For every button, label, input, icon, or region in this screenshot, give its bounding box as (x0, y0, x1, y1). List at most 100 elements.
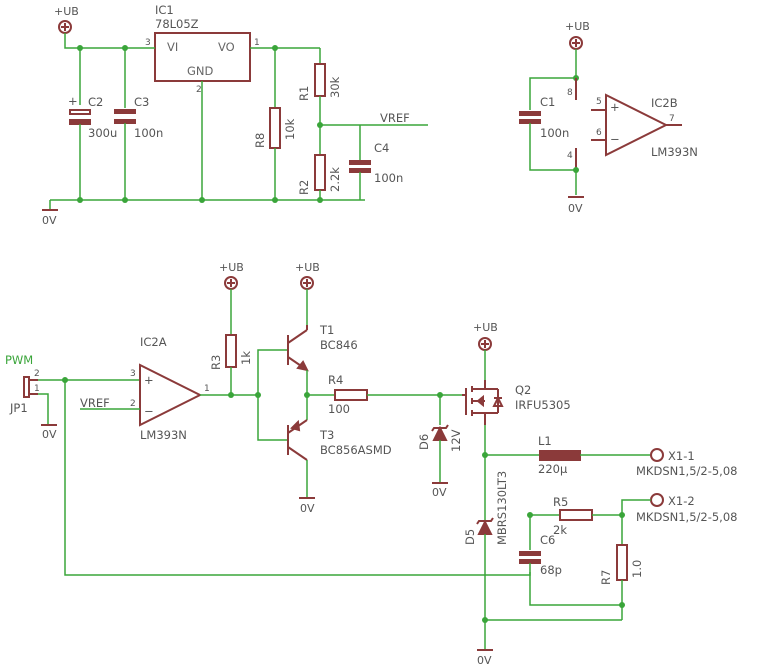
c4-name: C4 (374, 141, 389, 155)
ground-bottom: 0V (477, 649, 493, 667)
t1-transistor: T1 BC846 (287, 323, 358, 372)
svg-text:+: + (144, 373, 154, 387)
ic1-vo: VO (218, 40, 235, 54)
ic2a-name: IC2A (140, 335, 167, 349)
t1-name: T1 (319, 323, 334, 337)
l1-name: L1 (538, 434, 552, 448)
ground-label: 0V (42, 214, 57, 227)
x1-2-value: MKDSN1,5/2-5,08 (636, 510, 737, 524)
t1-value: BC846 (320, 338, 358, 352)
c2-name: C2 (88, 95, 103, 109)
r5-value: 2k (553, 523, 567, 537)
q2-value: IRFU5305 (515, 398, 571, 412)
r4-value: 100 (328, 402, 350, 416)
r1-value: 30k (328, 76, 342, 98)
c3-value: 100n (134, 126, 163, 140)
svg-text:+UB: +UB (219, 261, 244, 274)
r3-value: 1k (239, 351, 253, 365)
svg-text:5: 5 (596, 97, 602, 107)
ic1-regulator: IC1 78L05Z VI VO GND 3 1 2 (145, 3, 260, 95)
q2-name: Q2 (515, 383, 531, 397)
svg-text:2: 2 (130, 399, 136, 409)
c2-capacitor: + C2 300u (68, 94, 117, 140)
x1-1-terminal: X1-1 MKDSN1,5/2-5,08 (636, 448, 737, 478)
c6-capacitor: C6 68p (519, 533, 562, 577)
ic1-pin1: 1 (254, 38, 260, 48)
r7-name: R7 (599, 570, 613, 585)
jp1-connector: JP1 2 1 (9, 369, 40, 415)
jp1-name: JP1 (9, 401, 28, 415)
ic2a-comparator: + − IC2A LM393N 3 2 1 (130, 335, 210, 442)
svg-text:2: 2 (34, 369, 40, 379)
t3-name: T3 (319, 428, 334, 442)
svg-text:4: 4 (567, 151, 573, 161)
ic2b-comparator: + − IC2B LM393N 8 4 5 6 7 (567, 88, 698, 161)
svg-text:+: + (68, 94, 78, 108)
r4-resistor: R4 100 (328, 373, 368, 416)
driver-section: PWM JP1 2 1 0V + − IC2A LM393N 3 2 1 (5, 261, 737, 667)
ic1-gnd: GND (187, 64, 214, 78)
ic1-value: 78L05Z (155, 17, 199, 31)
regulator-section: +UB IC1 78L05Z VI VO GND 3 1 2 + C2 (42, 3, 428, 227)
d5-name: D5 (463, 529, 477, 545)
supply-ub-q2: +UB (473, 321, 498, 351)
d6-name: D6 (417, 434, 431, 450)
x1-2-name: X1-2 (668, 494, 695, 508)
svg-text:−: − (144, 404, 154, 418)
r7-resistor: R7 1.0 (599, 544, 644, 585)
r7-value: 1.0 (630, 560, 644, 578)
vref-bottom-label: VREF (80, 396, 110, 410)
t3-transistor: T3 BC856ASMD (287, 419, 392, 461)
c2-value: 300u (88, 126, 117, 140)
r2-resistor: R2 2.2k (297, 154, 342, 195)
ic2b-name: IC2B (651, 96, 678, 110)
svg-text:0V: 0V (568, 202, 583, 215)
ground-top-left: 0V (42, 209, 58, 227)
c1-capacitor: C1 100n (519, 95, 569, 140)
svg-text:+: + (610, 100, 620, 114)
supply-label: +UB (54, 5, 79, 18)
r2-value: 2.2k (328, 167, 342, 192)
supply-ub-top-right: +UB (565, 20, 590, 50)
supply-ub-t1: +UB (295, 261, 320, 290)
ground-t3: 0V (299, 497, 315, 515)
l1-inductor: L1 220µ (538, 434, 581, 476)
r3-resistor: R3 1k (209, 334, 253, 370)
t3-value: BC856ASMD (320, 443, 392, 457)
ic2b-section: +UB C1 100n 0V + − IC2B LM393N 8 4 5 (519, 20, 698, 215)
supply-ub-top-left: +UB (54, 5, 79, 34)
d5-diode: D5 MBRS130LT3 (463, 471, 509, 545)
r5-resistor: R5 2k (553, 495, 593, 537)
svg-text:0V: 0V (477, 654, 492, 667)
x1-2-terminal: X1-2 MKDSN1,5/2-5,08 (636, 493, 737, 524)
vref-top-label: VREF (380, 111, 410, 125)
d5-value: MBRS130LT3 (495, 471, 509, 545)
ground-ic2b: 0V (568, 196, 584, 215)
r2-name: R2 (297, 180, 311, 195)
r1-resistor: R1 30k (297, 63, 342, 101)
c4-capacitor: C4 100n (349, 141, 403, 185)
r8-resistor: R8 10k (253, 107, 297, 149)
svg-text:1: 1 (34, 384, 40, 394)
svg-text:0V: 0V (42, 428, 57, 441)
c1-value: 100n (540, 126, 569, 140)
x1-1-value: MKDSN1,5/2-5,08 (636, 464, 737, 478)
c1-name: C1 (540, 95, 555, 109)
svg-text:−: − (610, 132, 620, 146)
ic1-vi: VI (167, 40, 178, 54)
svg-text:+UB: +UB (295, 261, 320, 274)
r3-name: R3 (209, 355, 223, 370)
svg-text:6: 6 (596, 128, 602, 138)
c4-value: 100n (374, 171, 403, 185)
supply-ub-r3: +UB (219, 261, 244, 290)
c3-capacitor: C3 100n (114, 95, 163, 140)
ic2b-value: LM393N (651, 145, 698, 159)
svg-text:+UB: +UB (473, 321, 498, 334)
ground-jp1: 0V (41, 424, 57, 441)
pwm-label: PWM (5, 353, 33, 367)
svg-text:7: 7 (669, 114, 675, 124)
ic1-pin3: 3 (145, 38, 151, 48)
c6-value: 68p (540, 563, 562, 577)
svg-text:0V: 0V (432, 486, 447, 499)
c6-name: C6 (540, 533, 555, 547)
